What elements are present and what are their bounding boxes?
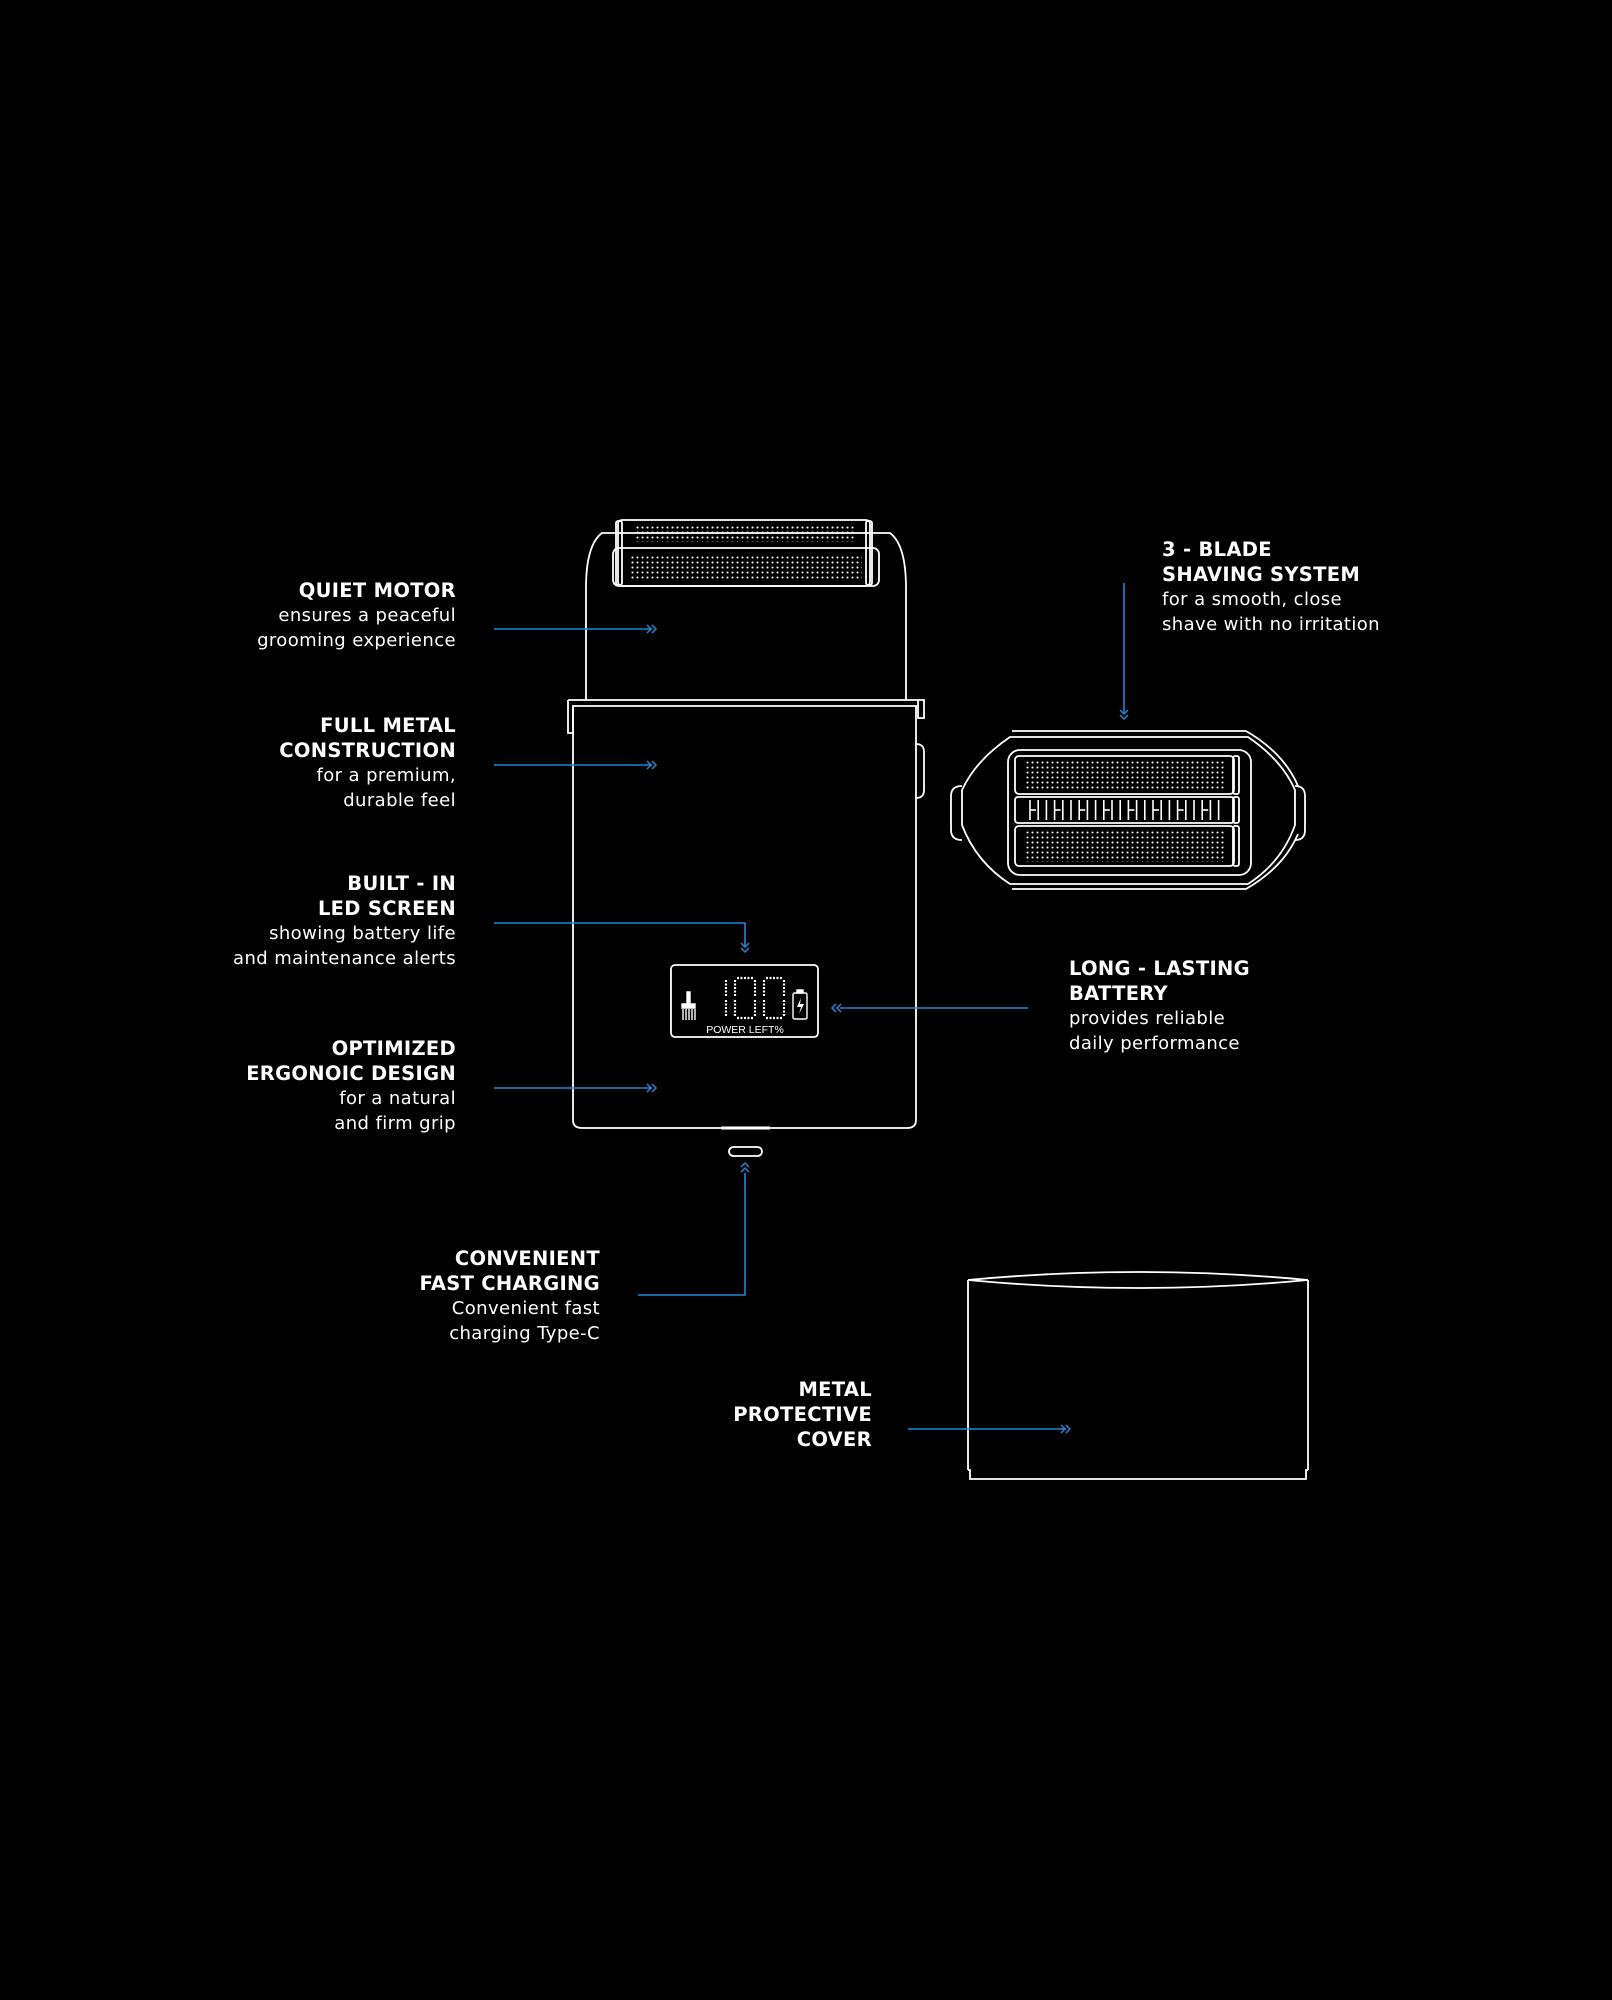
chevron-arrow-icon: [1060, 1424, 1067, 1434]
chevron-arrow-icon: [1065, 1424, 1072, 1434]
callout-title: METAL: [798, 1378, 872, 1401]
callout-fast-charging: CONVENIENT FAST CHARGING Convenient fast…: [419, 1246, 600, 1346]
callout-desc: shave with no irritation: [1162, 614, 1380, 635]
chevron-arrow-icon: [651, 1083, 658, 1093]
callout-title: PROTECTIVE: [733, 1403, 872, 1426]
callout-desc: charging Type-C: [449, 1323, 600, 1344]
head-outline: [961, 736, 1296, 885]
chevron-arrow-icon: [646, 1083, 653, 1093]
shaver-body: [572, 706, 917, 1129]
blade-foil-3: [1014, 825, 1235, 867]
callout-title: QUIET MOTOR: [298, 579, 456, 602]
callout-desc: for a smooth, close: [1162, 589, 1343, 610]
callout-title: BATTERY: [1069, 982, 1168, 1005]
callout-title: BUILT - IN: [347, 872, 456, 895]
chevron-arrow-icon: [740, 942, 750, 949]
battery-charging-icon: [792, 989, 808, 1020]
chevron-arrow-icon: [651, 760, 658, 770]
callout-desc: grooming experience: [257, 630, 456, 651]
chevron-arrow-icon: [830, 1003, 837, 1013]
callout-led-screen: BUILT - IN LED SCREEN showing battery li…: [233, 871, 456, 971]
brush-icon: [681, 991, 696, 1020]
callout-desc: showing battery life: [269, 923, 456, 944]
chevron-arrow-icon: [740, 1161, 750, 1168]
chevron-arrow-icon: [646, 760, 653, 770]
leader-lines: [494, 583, 1125, 1430]
foil-bottom: [630, 554, 862, 580]
callout-title: LED SCREEN: [317, 897, 456, 920]
usb-c-port-icon: [728, 1146, 763, 1157]
callout-title: 3 - BLADE: [1162, 538, 1272, 561]
chevron-arrow-icon: [651, 624, 658, 634]
shaver-front-view: [567, 519, 925, 1157]
led-screen: [670, 964, 819, 1038]
callout-full-metal: FULL METAL CONSTRUCTION for a premium, d…: [279, 713, 456, 813]
callout-desc: provides reliable: [1069, 1008, 1226, 1029]
callout-desc: Convenient fast: [451, 1298, 600, 1319]
chevron-arrows: [646, 624, 1129, 1434]
callout-battery: LONG - LASTING BATTERY provides reliable…: [1069, 956, 1250, 1056]
callout-desc: for a premium,: [316, 765, 456, 786]
callout-desc: daily performance: [1069, 1033, 1240, 1054]
side-button: [915, 743, 925, 799]
callout-blade-system: 3 - BLADE SHAVING SYSTEM for a smooth, c…: [1162, 537, 1380, 637]
collar-band: [567, 699, 925, 734]
chevron-arrow-icon: [1119, 709, 1129, 716]
callout-quiet-motor: QUIET MOTOR ensures a peaceful grooming …: [257, 578, 456, 653]
callout-cover: METAL PROTECTIVE COVER: [733, 1377, 872, 1452]
callout-title: FULL METAL: [320, 714, 456, 737]
callout-desc: ensures a peaceful: [278, 605, 456, 626]
chevron-arrow-icon: [835, 1003, 842, 1013]
callout-title: SHAVING SYSTEM: [1162, 563, 1361, 586]
screen-caption: POWER LEFT%: [706, 1024, 784, 1036]
callout-title: CONVENIENT: [454, 1247, 600, 1270]
callout-title: CONSTRUCTION: [279, 739, 456, 762]
callout-title: LONG - LASTING: [1069, 957, 1250, 980]
callout-title: FAST CHARGING: [419, 1272, 600, 1295]
callout-ergonomic: OPTIMIZED ERGONOIC DESIGN for a natural …: [246, 1036, 456, 1136]
callout-desc: durable feel: [343, 790, 456, 811]
chevron-arrow-icon: [1119, 714, 1129, 721]
callout-desc: and maintenance alerts: [233, 948, 456, 969]
chevron-arrow-icon: [646, 624, 653, 634]
leader-led-screen: [494, 922, 746, 947]
callout-title: COVER: [796, 1428, 872, 1451]
screen-digits: [724, 976, 786, 1020]
shaver-head-top-view: [950, 730, 1306, 890]
trimmer-comb: [1029, 800, 1220, 820]
callout-desc: for a natural: [339, 1088, 456, 1109]
chevron-arrow-icon: [740, 1166, 750, 1173]
foil-top: [636, 524, 856, 542]
chevron-arrow-icon: [740, 947, 750, 954]
callout-title: ERGONOIC DESIGN: [246, 1062, 456, 1085]
protective-cover: [967, 1271, 1309, 1480]
callout-desc: and firm grip: [334, 1113, 456, 1134]
leader-fast-charging: [638, 1173, 746, 1296]
callout-title: OPTIMIZED: [331, 1037, 456, 1060]
blade-foil-1: [1014, 755, 1235, 795]
blade-trimmer-2: [1014, 796, 1235, 824]
